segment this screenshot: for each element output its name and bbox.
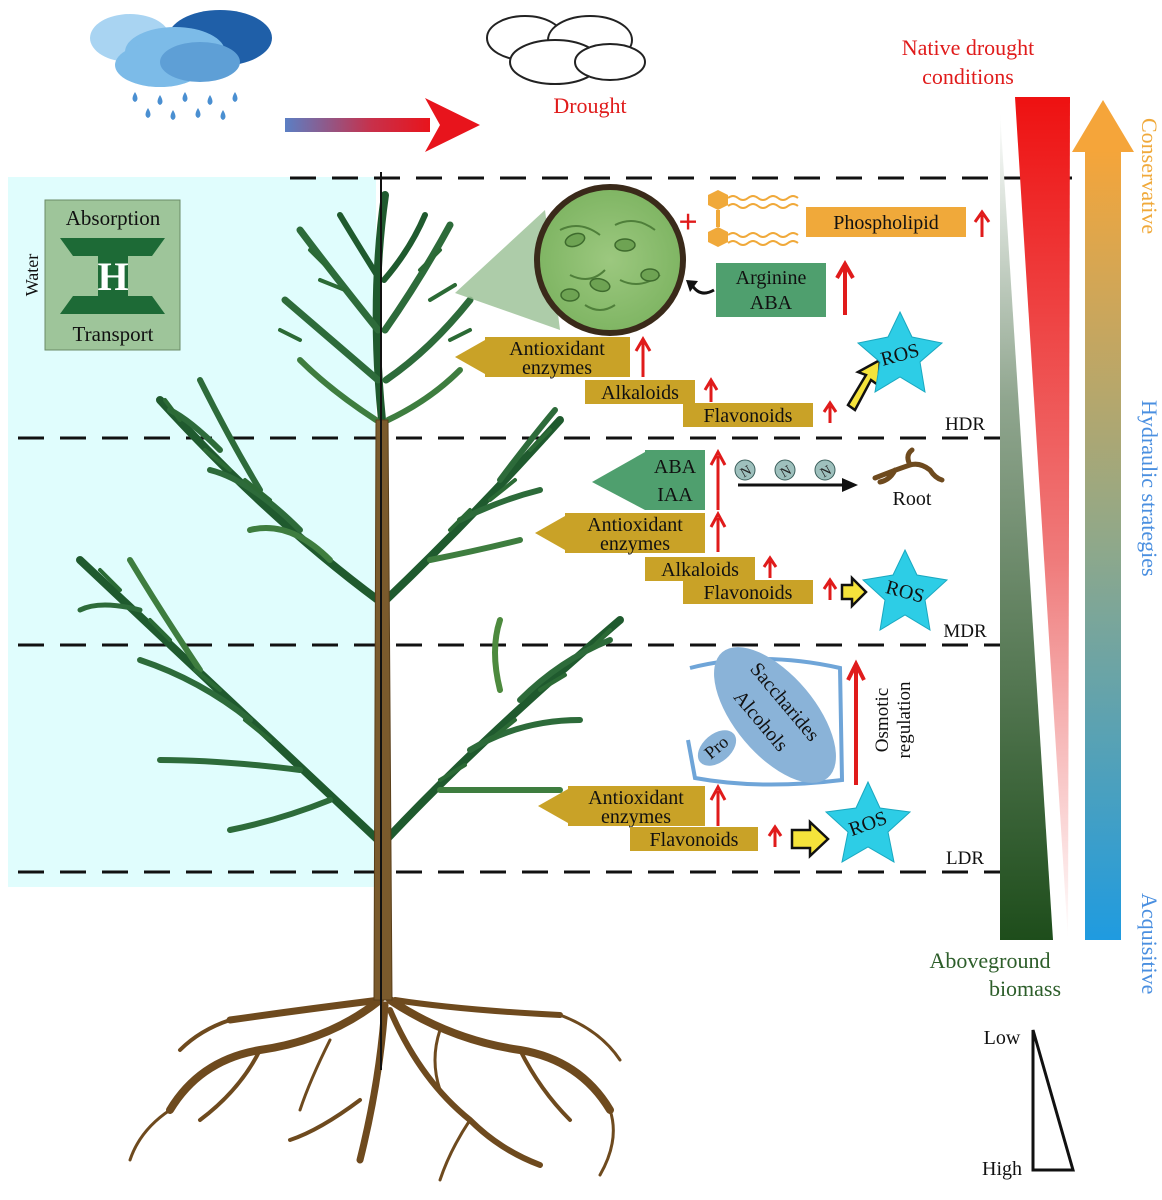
magnifier-cone [455,210,560,330]
plus-icon: + [678,204,697,241]
mdr-ros-star-icon [861,548,949,631]
hdr-flavonoids-box [683,403,813,427]
acquisitive-label: Acquisitive [1137,893,1162,994]
ldr-flavonoids-up-arrow-icon [767,824,783,847]
curved-arrow-icon [690,284,715,295]
drought-cloud-icon [486,15,646,85]
arginine-up-arrow-icon [835,259,855,315]
phospholipid-label: Phospholipid [833,212,939,234]
ldr-antioxidant-label-2: enzymes [601,806,671,828]
ldr-antioxidant-pointer [538,789,568,823]
osmotic-label-1: Osmotic [872,688,893,752]
pro-ellipse [697,730,737,766]
osmotic-up-arrow-icon [846,659,866,785]
hydraulic-strategy-arrow [1072,100,1134,940]
absorption-label: Absorption [66,206,161,230]
mdr-antioxidant-pointer [535,516,565,550]
phospholipid-molecule-icon [708,190,799,247]
ldr-ros-star-icon [824,780,912,863]
mdr-antioxidant-label-1: Antioxidant [587,514,683,536]
mdr-antioxidant-box [565,513,705,553]
mdr-aba-label: ABA [654,456,697,478]
mdr-level-label: MDR [943,621,987,642]
hdr-yellow-arrow-icon [846,357,882,412]
hdr-flavonoids-label: Flavonoids [704,405,793,427]
hdr-alkaloids-label: Alkaloids [601,382,679,404]
hdr-antioxidant-pointer [455,340,485,374]
biomass-label-2: biomass [989,976,1061,1001]
water-absorption-transport-box: H [44,199,181,351]
hdr-alkaloids-box [585,380,695,404]
water-side-label: Water [22,254,42,297]
native-drought-wedge [1015,97,1070,940]
mdr-hormone-box [645,450,705,510]
plant-needles [98,248,612,782]
hdr-aba-label: ABA [750,292,793,314]
ldr-antioxidant-box [568,786,705,826]
ldr-flavonoids-label: Flavonoids [650,829,739,851]
ldr-level-label: LDR [946,848,984,869]
phospholipid-box [806,207,966,237]
transport-label: Transport [73,322,154,346]
drought-label: Drought [553,93,626,118]
rain-to-drought-arrow [285,98,480,152]
ldr-yellow-arrow-icon [790,819,830,859]
mdr-alkaloids-box [645,557,755,581]
rain-cloud-icon [90,10,272,120]
svg-text:H: H [97,254,128,299]
scale-low-label: Low [984,1027,1021,1049]
curved-arrow-head [686,280,698,292]
ldr-flavonoids-box [630,827,758,851]
mdr-flavonoids-box [683,580,813,604]
hdr-antioxidant-box [485,337,630,377]
hdr-alkaloids-up-arrow-icon [703,377,719,402]
hydraulic-strategies-label: Hydraulic strategies [1137,400,1162,577]
root-label: Root [893,488,932,510]
phospholipid-up-arrow-icon [973,209,991,237]
hdr-antioxidant-up-arrow-icon [634,336,652,377]
hdr-antioxidant-label-1: Antioxidant [509,338,605,360]
mdr-hormone-pointer [592,452,645,510]
aboveground-biomass-wedge [1000,112,1053,940]
hdr-antioxidant-label-2: enzymes [522,357,592,379]
saccharides-ellipse [714,647,836,783]
arginine-label: Arginine [736,267,807,289]
mdr-yellow-arrow-icon [840,574,868,610]
mdr-iaa-label: IAA [657,484,693,506]
level-dividers [18,176,1100,874]
nutrient-molecules-icon: N N N [734,459,858,492]
scale-high-label: High [982,1158,1022,1180]
biomass-label-1: Aboveground [930,948,1051,973]
root-icon [872,447,945,485]
ldr-antioxidant-up-arrow-icon [709,783,727,826]
plant-foliage [76,191,624,844]
mdr-antioxidant-up-arrow-icon [709,510,727,552]
ldr-antioxidant-label-1: Antioxidant [588,787,684,809]
mdr-hormone-up-arrow-icon [709,448,727,510]
osmotic-label-2: regulation [894,681,915,759]
native-drought-label-1: Native drought [902,35,1035,60]
hdr-ros-star-icon [856,310,944,393]
native-drought-label-2: conditions [922,64,1014,89]
hdr-flavonoids-up-arrow-icon [822,400,838,423]
mdr-alkaloids-label: Alkaloids [661,559,739,581]
trunk [373,419,393,1001]
conservative-label: Conservative [1137,118,1162,234]
leaf-cell-view [534,184,686,336]
mdr-flavonoids-up-arrow-icon [822,577,838,600]
hdr-level-label: HDR [945,414,985,435]
roots [128,996,622,1182]
mdr-alkaloids-up-arrow-icon [762,555,778,578]
mdr-antioxidant-label-2: enzymes [600,533,670,555]
arginine-aba-box [716,263,826,317]
mdr-flavonoids-label: Flavonoids [704,582,793,604]
low-high-scale-triangle [1031,1029,1075,1172]
